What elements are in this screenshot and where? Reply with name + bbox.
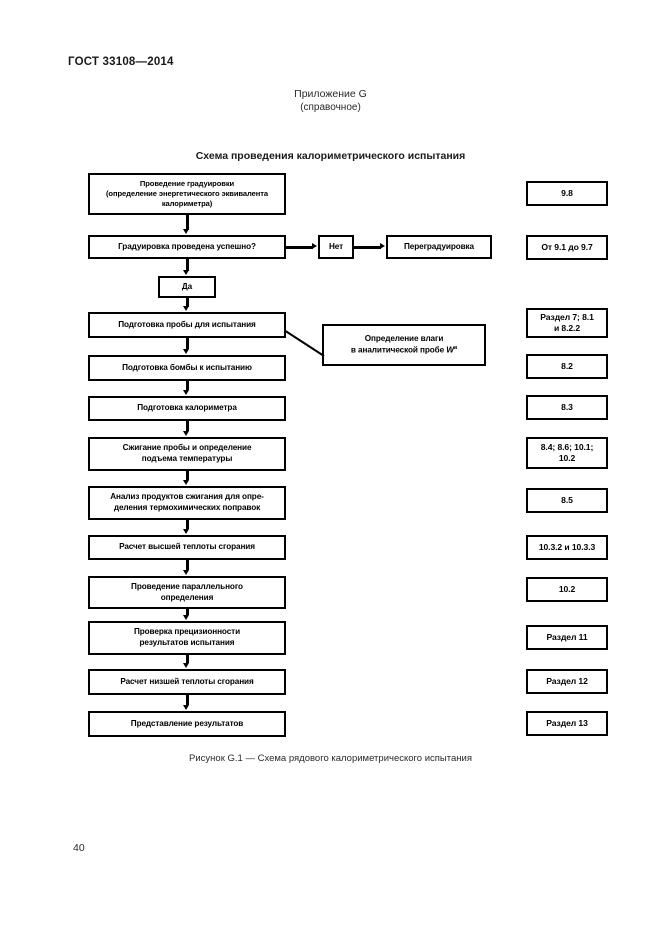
scheme-title: Схема проведения калориметрического испы…	[195, 150, 466, 162]
arrowhead-net-to-report	[183, 705, 189, 710]
reference-node-6[interactable]: 8.4; 8.6; 10.1;10.2	[526, 437, 608, 469]
figure-caption: Рисунок G.1 — Схема рядового калориметри…	[189, 753, 472, 764]
arrowhead-bomb-to-calorimeter	[183, 390, 189, 395]
moisture-line-2: в аналитической пробе Wa	[351, 345, 457, 356]
reference-node-7[interactable]: 8.5	[526, 488, 608, 513]
reference-node-9[interactable]: 10.2	[526, 577, 608, 602]
flow-node-bomb-prep[interactable]: Подготовка бомбы к испытанию	[88, 355, 286, 381]
connector-parallel-to-precision	[185, 609, 189, 615]
flow-node-calibration-check[interactable]: Градуировка проведена успешно?	[88, 235, 286, 259]
arrowhead-calorimeter-to-combustion	[183, 431, 189, 436]
flow-node-calorimeter-prep[interactable]: Подготовка калориметра	[88, 396, 286, 421]
arrowhead-yes-to-sample-prep	[183, 306, 189, 311]
connector-precision-to-net	[185, 655, 189, 663]
page-number: 40	[73, 842, 85, 854]
flow-node-sample-prep[interactable]: Подготовка пробы для испытания	[88, 312, 286, 338]
reference-node-4[interactable]: 8.2	[526, 354, 608, 379]
standard-header: ГОСТ 33108—2014	[68, 56, 174, 68]
connector-no-to-recalibration	[354, 245, 381, 249]
connector-net-to-report	[185, 695, 189, 705]
flow-node-no[interactable]: Нет	[318, 235, 354, 259]
reference-node-8[interactable]: 10.3.2 и 10.3.3	[526, 535, 608, 560]
moisture-symbol: W	[446, 345, 454, 355]
flow-node-moisture-determination[interactable]: Определение влаги в аналитической пробе …	[322, 324, 486, 366]
connector-calorimeter-to-combustion	[185, 421, 189, 431]
arrowhead-gross-to-parallel	[183, 570, 189, 575]
reference-node-12[interactable]: Раздел 13	[526, 711, 608, 736]
connector-check-to-no	[286, 245, 313, 249]
flow-node-yes[interactable]: Да	[158, 276, 216, 298]
arrowhead-sample-to-bomb	[183, 349, 189, 354]
arrowhead-combustion-to-analysis	[183, 480, 189, 485]
flow-node-products-analysis[interactable]: Анализ продуктов сжигания для опре-делен…	[88, 486, 286, 520]
arrowhead-check-to-no	[312, 243, 317, 249]
flow-node-recalibration[interactable]: Переградуировка	[386, 235, 492, 259]
connector-calibration-to-check	[185, 215, 189, 230]
connector-check-to-yes	[185, 259, 189, 271]
connector-yes-to-sample-prep	[185, 298, 189, 307]
moisture-line-1: Определение влаги	[364, 333, 444, 343]
arrowhead-parallel-to-precision	[183, 615, 189, 620]
flow-node-calibration[interactable]: Проведение градуировки(определение энерг…	[88, 173, 286, 215]
flow-node-report[interactable]: Представление результатов	[88, 711, 286, 737]
connector-bomb-to-calorimeter	[185, 381, 189, 390]
arrowhead-precision-to-net	[183, 663, 189, 668]
reference-node-11[interactable]: Раздел 12	[526, 669, 608, 694]
arrowhead-analysis-to-gross	[183, 529, 189, 534]
arrowhead-calibration-to-check	[183, 229, 189, 234]
reference-node-10[interactable]: Раздел 11	[526, 625, 608, 650]
flow-node-gross-calc[interactable]: Расчет высшей теплоты сгорания	[88, 535, 286, 560]
connector-analysis-to-gross	[185, 520, 189, 529]
flow-node-net-calc[interactable]: Расчет низшей теплоты сгорания	[88, 669, 286, 695]
connector-combustion-to-analysis	[185, 471, 189, 480]
connector-sample-to-bomb	[185, 338, 189, 349]
moisture-line-2-prefix: в аналитической пробе	[350, 345, 447, 355]
appendix-title: Приложение G	[294, 88, 367, 100]
connector-sample-to-moisture	[284, 330, 325, 357]
arrowhead-no-to-recalibration	[380, 243, 385, 249]
reference-node-1[interactable]: 9.8	[526, 181, 608, 206]
reference-node-2[interactable]: От 9.1 до 9.7	[526, 235, 608, 260]
appendix-subtitle: (справочное)	[300, 102, 361, 113]
connector-gross-to-parallel	[185, 560, 189, 570]
arrowhead-check-to-yes	[183, 270, 189, 275]
reference-node-5[interactable]: 8.3	[526, 395, 608, 420]
moisture-symbol-superscript: a	[453, 344, 458, 351]
